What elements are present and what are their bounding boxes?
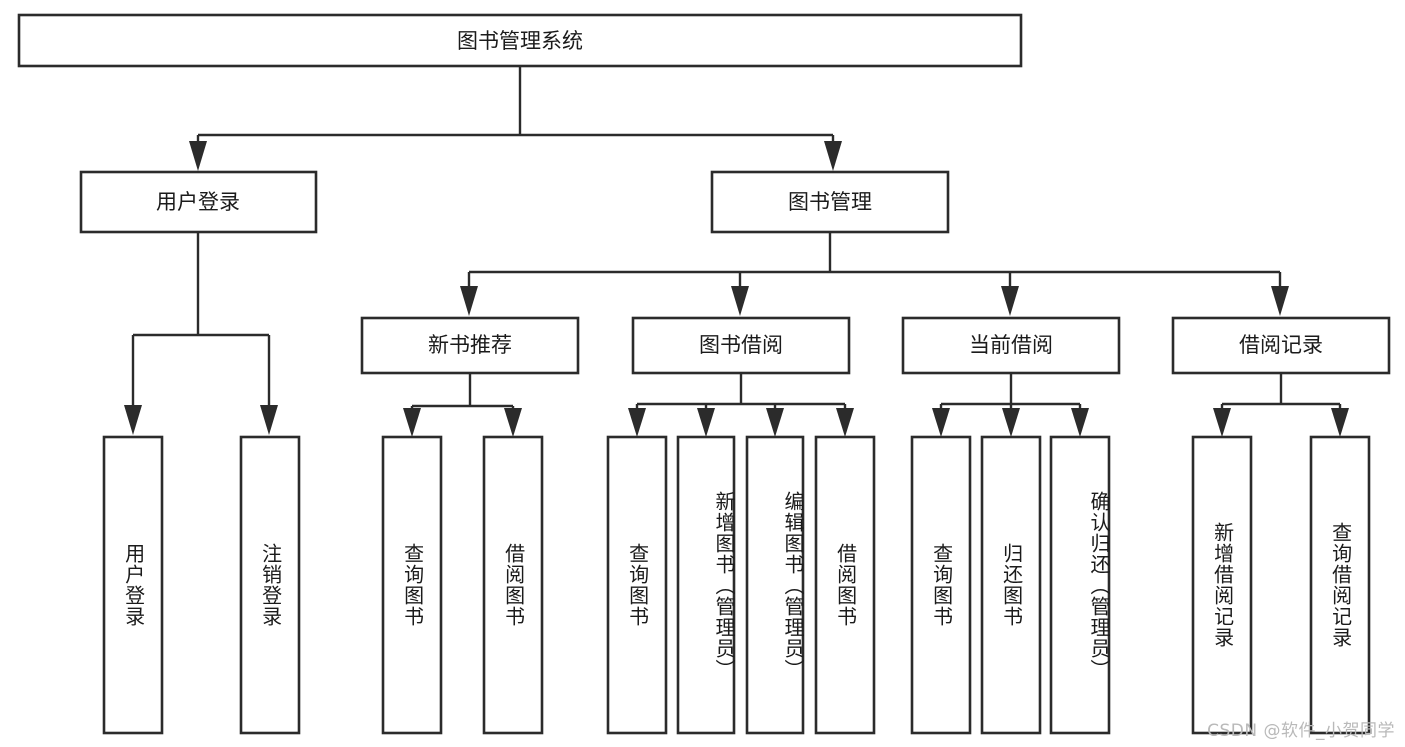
node-user-login-box[interactable] — [79, 170, 318, 234]
leaf-node-query-borrow-record-box[interactable] — [1309, 435, 1371, 735]
connector-borrow-record-to-leaves — [1213, 373, 1349, 437]
leaf-node-query-book-recommend-box[interactable] — [381, 435, 443, 735]
connector-new-book-recommend-to-leaves — [403, 373, 522, 437]
leaf-node-add-book-admin-box[interactable] — [676, 435, 736, 735]
arrow-head-icon — [460, 286, 478, 316]
arrow-head-icon — [1002, 408, 1020, 437]
leaf-node-add-borrow-record-box[interactable] — [1191, 435, 1253, 735]
leaf-node-borrow-book-recommend-box[interactable] — [482, 435, 544, 735]
arrow-head-icon — [628, 408, 646, 437]
leaf-node-edit-book-admin[interactable] — [745, 435, 805, 735]
leaf-node-borrow-book-box[interactable] — [814, 435, 876, 735]
arrow-head-icon — [697, 408, 715, 437]
node-root-box[interactable] — [17, 13, 1023, 68]
arrow-head-icon — [1213, 408, 1231, 437]
leaf-node-edit-book-admin-box[interactable] — [745, 435, 805, 735]
node-book-management-label: 图书管理 — [788, 190, 872, 214]
arrow-head-icon — [1001, 286, 1019, 316]
arrow-head-icon — [1331, 408, 1349, 437]
node-root-label: 图书管理系统 — [457, 29, 583, 53]
leaf-node-confirm-return-admin-box[interactable] — [1049, 435, 1111, 735]
leaf-node-query-book-borrow-box[interactable] — [606, 435, 668, 735]
leaf-node-return-book[interactable] — [980, 435, 1042, 735]
arrow-head-icon — [260, 405, 278, 435]
connector-root-to-level1 — [189, 66, 842, 171]
arrow-head-icon — [1071, 408, 1089, 437]
node-new-book-recommend-box[interactable] — [360, 316, 580, 375]
arrow-head-icon — [403, 408, 421, 437]
arrow-head-icon — [932, 408, 950, 437]
leaf-node-user-login[interactable] — [102, 435, 164, 735]
node-borrow-record-label: 借阅记录 — [1239, 333, 1323, 357]
arrow-head-icon — [766, 408, 784, 437]
arrow-head-icon — [731, 286, 749, 316]
leaf-node-add-book-admin[interactable] — [676, 435, 736, 735]
node-book-management[interactable]: 图书管理 — [710, 170, 950, 234]
leaf-node-confirm-return-admin[interactable] — [1049, 435, 1111, 735]
leaf-node-query-borrow-record[interactable] — [1309, 435, 1371, 735]
node-user-login-label: 用户登录 — [156, 190, 240, 214]
leaf-node-borrow-book-recommend[interactable] — [482, 435, 544, 735]
leaf-node-return-book-box[interactable] — [980, 435, 1042, 735]
node-current-borrow[interactable]: 当前借阅 — [901, 316, 1121, 375]
leaf-node-query-book-borrow[interactable] — [606, 435, 668, 735]
node-new-book-recommend-label: 新书推荐 — [428, 333, 512, 357]
node-borrow-record[interactable]: 借阅记录 — [1171, 316, 1391, 375]
arrow-head-icon — [836, 408, 854, 437]
node-current-borrow-label: 当前借阅 — [969, 333, 1053, 357]
leaf-node-query-book-current-box[interactable] — [910, 435, 972, 735]
leaf-node-logout[interactable] — [239, 435, 301, 735]
node-book-borrow-label: 图书借阅 — [699, 333, 783, 357]
node-book-borrow[interactable]: 图书借阅 — [631, 316, 851, 375]
arrow-head-icon — [1271, 286, 1289, 316]
leaf-node-add-borrow-record[interactable] — [1191, 435, 1253, 735]
connector-current-borrow-to-leaves — [932, 373, 1089, 437]
watermark-text: CSDN @软件_小贺同学 — [1207, 721, 1395, 741]
leaf-node-query-book-recommend[interactable] — [381, 435, 443, 735]
leaf-node-borrow-book[interactable] — [814, 435, 876, 735]
arrow-head-icon — [124, 405, 142, 435]
node-root[interactable]: 图书管理系统 — [17, 13, 1023, 68]
leaf-node-logout-box[interactable] — [239, 435, 301, 735]
node-new-book-recommend[interactable]: 新书推荐 — [360, 316, 580, 375]
connector-book-management-to-level2 — [460, 232, 1289, 316]
arrow-head-icon — [189, 141, 207, 171]
leaf-node-query-book-current[interactable] — [910, 435, 972, 735]
arrow-head-icon — [824, 141, 842, 171]
node-user-login[interactable]: 用户登录 — [79, 170, 318, 234]
node-current-borrow-box[interactable] — [901, 316, 1121, 375]
connector-book-borrow-to-leaves — [628, 373, 854, 437]
leaf-node-user-login-box[interactable] — [102, 435, 164, 735]
connector-user-login-to-leaves — [124, 232, 278, 435]
arrow-head-icon — [504, 408, 522, 437]
